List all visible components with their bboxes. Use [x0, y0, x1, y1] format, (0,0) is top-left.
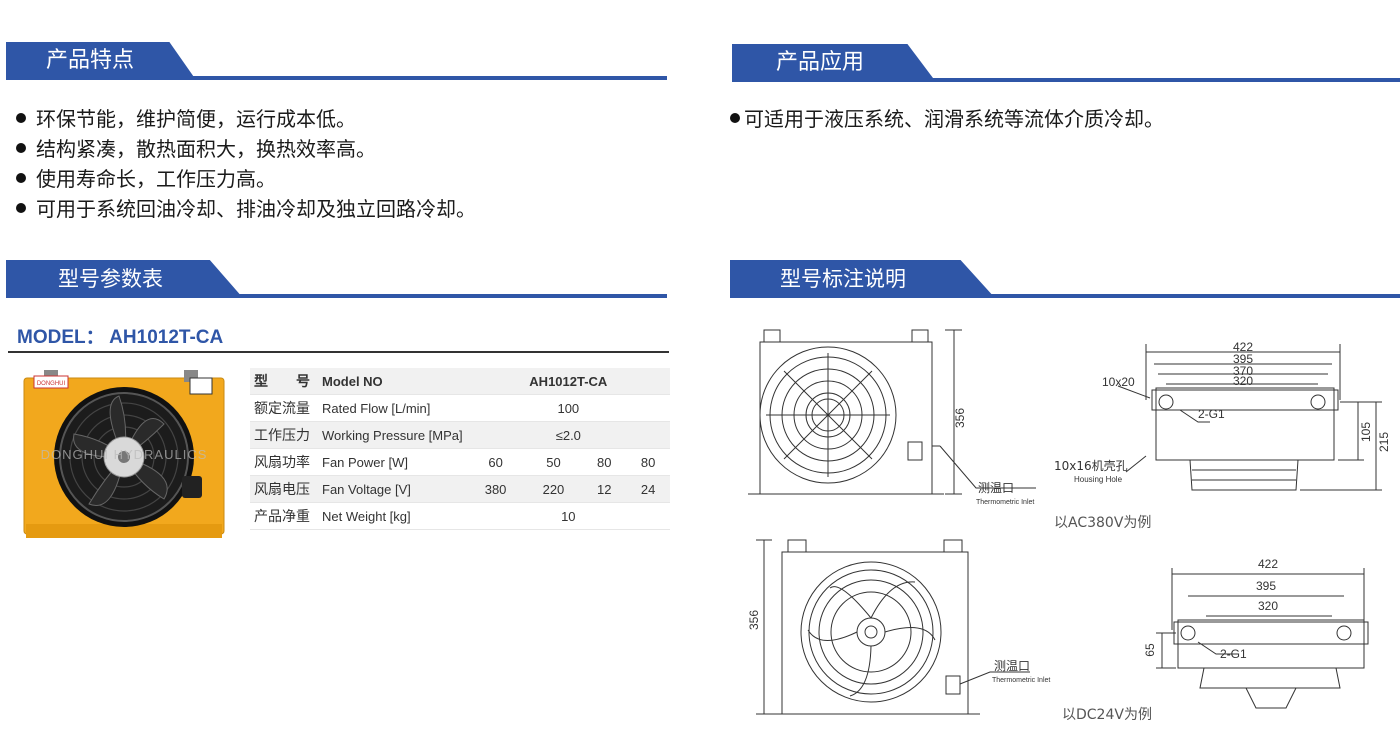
port-label-ac: 2-G1 [1198, 407, 1225, 421]
bullet-icon [16, 113, 26, 123]
technical-drawings: 356 测温口 Thermometric Inlet 422 395 370 3… [747, 329, 1391, 715]
section-title: 型号标注说明 [730, 260, 995, 298]
hole-label-ac: 10x20 [1102, 375, 1135, 389]
bullet-icon [730, 113, 740, 123]
model-title: MODEL： AH1012T-CA [17, 327, 224, 348]
section-title: 产品特点 [6, 42, 196, 80]
list-item: 结构紧凑，散热面积大，换热效率高。 [16, 134, 476, 164]
section-header-model-table: 型号参数表 [6, 260, 667, 298]
dim-side-ac-422: 422 [1233, 340, 1253, 354]
product-image: DONGHUI DONGHUI HYDRAULICS [23, 370, 225, 538]
application-list: 可适用于液压系统、润滑系统等流体介质冷却。 [730, 104, 1164, 134]
thermo-label-ac: 测温口 [978, 481, 1014, 495]
list-item: 可用于系统回油冷却、排油冷却及独立回路冷却。 [16, 194, 476, 224]
list-item: 使用寿命长，工作压力高。 [16, 164, 476, 194]
housing-label-ac: 10x16机壳孔 [1054, 459, 1128, 473]
section-header-model-notes: 型号标注说明 [730, 260, 1400, 298]
bullet-icon [16, 203, 26, 213]
port-label-dc: 2-G1 [1220, 647, 1247, 661]
caption-ac: 以AC380V为例 [1054, 515, 1152, 531]
dim-v-dc-65: 65 [1143, 643, 1157, 657]
spec-table: 型 号 Model NO AH1012T-CA 额定流量 Rated Flow … [250, 368, 670, 530]
table-row: 额定流量 Rated Flow [L/min] 100 [250, 394, 670, 422]
table-row: 风扇功率 Fan Power [W] 60 50 80 80 [250, 448, 670, 476]
dim-side-ac-320: 320 [1233, 374, 1253, 388]
thermo-label-en-dc: Thermometric Inlet [992, 677, 1050, 684]
list-item: 环保节能，维护简便，运行成本低。 [16, 104, 476, 134]
watermark-text: DONGHUI HYDRAULICS [41, 447, 208, 462]
thermo-label-en-ac: Thermometric Inlet [976, 499, 1034, 506]
dim-v-ac-215: 215 [1377, 432, 1391, 452]
list-item: 可适用于液压系统、润滑系统等流体介质冷却。 [730, 104, 1164, 134]
housing-label-en-ac: Housing Hole [1074, 475, 1123, 484]
dim-height-ac: 356 [953, 408, 967, 428]
dim-side-dc-395: 395 [1256, 579, 1276, 593]
features-list: 环保节能，维护简便，运行成本低。 结构紧凑，散热面积大，换热效率高。 使用寿命长… [16, 104, 476, 224]
brand-label: DONGHUI [37, 381, 66, 387]
dim-side-dc-320: 320 [1258, 599, 1278, 613]
caption-dc: 以DC24V为例 [1062, 707, 1152, 723]
dim-height-dc: 356 [747, 610, 761, 630]
divider [8, 351, 669, 353]
thermo-label-dc: 测温口 [994, 659, 1030, 673]
section-header-features: 产品特点 [6, 42, 667, 80]
dim-side-dc-422: 422 [1258, 557, 1278, 571]
table-row: 风扇电压 Fan Voltage [V] 380 220 12 24 [250, 475, 670, 503]
section-title: 型号参数表 [6, 260, 243, 298]
dim-side-ac-395: 395 [1233, 352, 1253, 366]
table-row: 产品净重 Net Weight [kg] 10 [250, 502, 670, 530]
table-row: 工作压力 Working Pressure [MPa] ≤2.0 [250, 421, 670, 449]
bullet-icon [16, 143, 26, 153]
section-header-application: 产品应用 [732, 44, 1400, 82]
dim-side-ac-370: 370 [1233, 364, 1253, 378]
bullet-icon [16, 173, 26, 183]
section-title: 产品应用 [732, 44, 936, 82]
table-row: 型 号 Model NO AH1012T-CA [250, 368, 670, 395]
dim-v-ac-105: 105 [1359, 422, 1373, 442]
